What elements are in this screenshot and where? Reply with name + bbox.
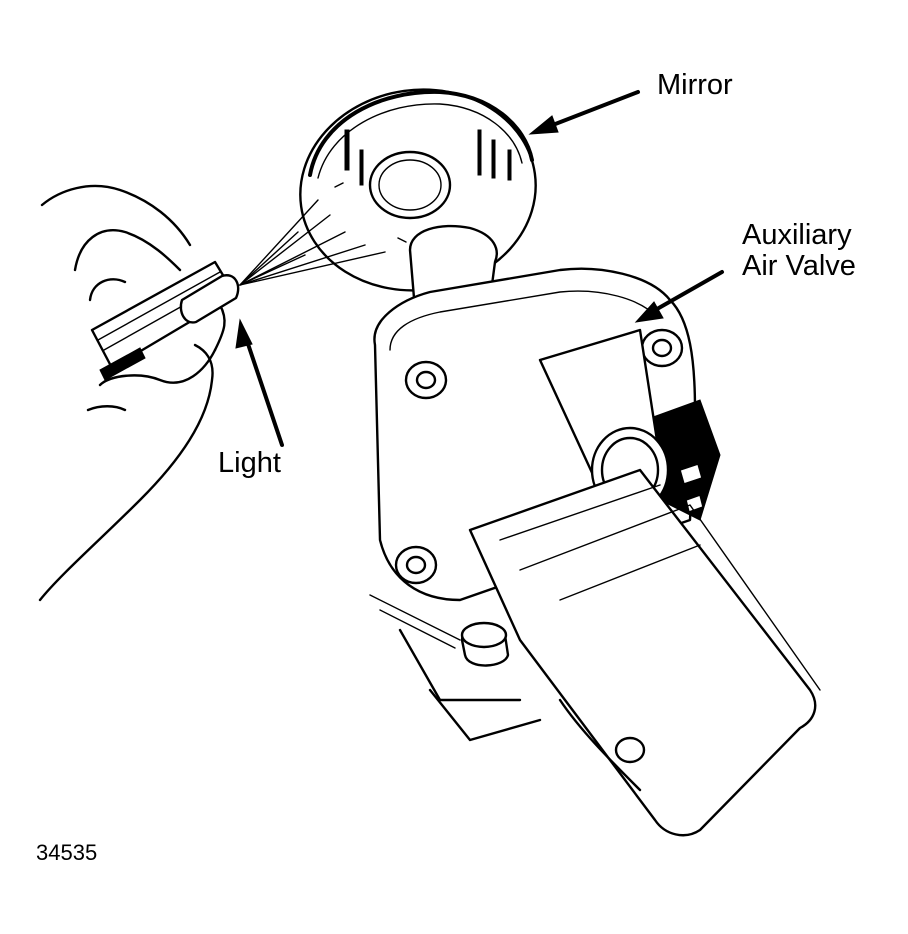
valve-arrowhead bbox=[634, 301, 664, 323]
leader-arrows bbox=[235, 90, 724, 447]
light-leader bbox=[243, 333, 284, 447]
penlight bbox=[90, 260, 240, 381]
auxiliary-air-valve-label-line2: Air Valve bbox=[742, 250, 856, 283]
hand bbox=[38, 184, 226, 602]
auxiliary-air-valve-label-line1: Auxiliary bbox=[742, 219, 852, 251]
figure-number: 34535 bbox=[36, 840, 98, 865]
auxiliary-air-valve bbox=[369, 224, 821, 837]
mirror-label: Mirror bbox=[657, 69, 733, 101]
light-arrowhead bbox=[235, 318, 253, 349]
light-label: Light bbox=[218, 447, 281, 479]
auxiliary-air-valve-label: Auxiliary Air Valve bbox=[742, 219, 856, 283]
light-beams bbox=[239, 199, 386, 286]
valve-leader bbox=[648, 270, 724, 315]
mirror-arrowhead bbox=[528, 115, 559, 135]
mirror-leader bbox=[543, 90, 640, 130]
